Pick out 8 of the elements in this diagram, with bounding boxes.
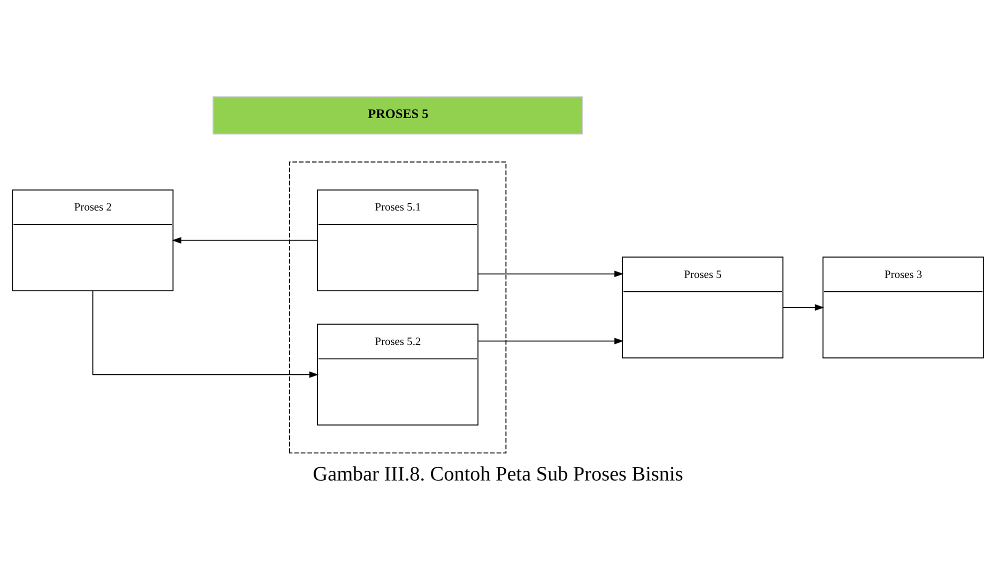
arrow — [172, 237, 318, 244]
caption: Gambar III.8. Contoh Peta Sub Proses Bisnis — [312, 464, 684, 486]
arrow — [92, 290, 319, 378]
node-box: PROSES 5 — [212, 96, 583, 134]
arrow — [478, 338, 624, 344]
cluster — [289, 162, 506, 454]
arrow — [782, 304, 824, 311]
arrow — [478, 270, 624, 278]
